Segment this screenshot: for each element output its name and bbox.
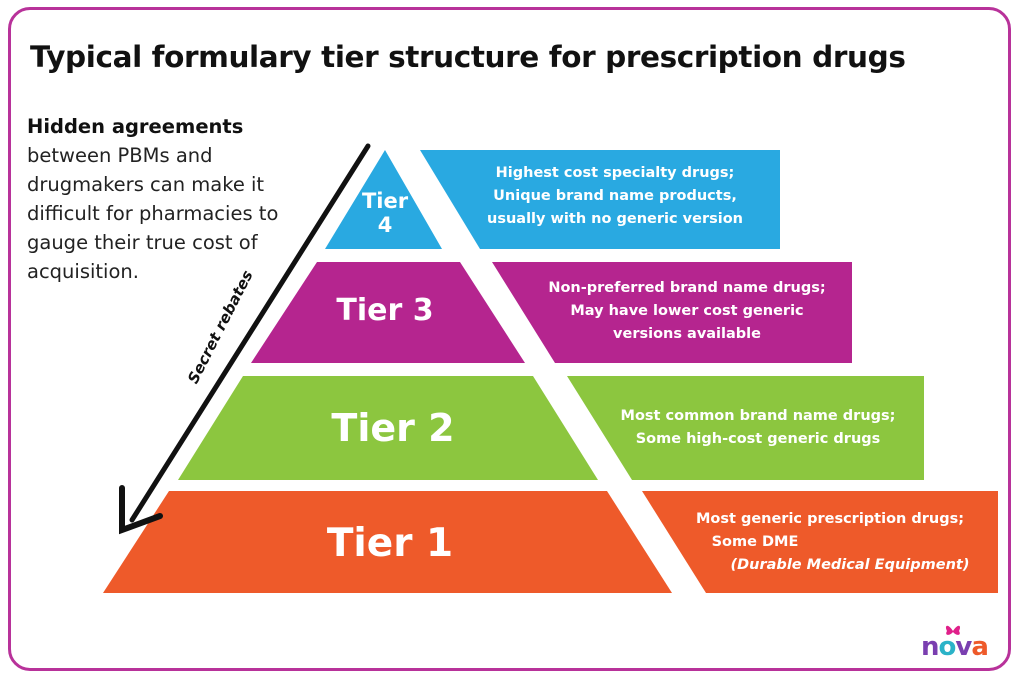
logo-letter-v: v: [955, 632, 972, 662]
tier-3-desc-box: [492, 262, 852, 363]
nova-logo: nova: [921, 632, 989, 662]
rebates-arrow-head: [119, 485, 163, 535]
tier-2-band: [178, 376, 598, 480]
tier-2-label: Tier 2: [331, 406, 455, 450]
tier-2-desc-box: [567, 376, 924, 480]
side-note-heading: Hidden agreements: [27, 115, 244, 138]
logo-letter-a: a: [971, 632, 989, 662]
tier-3-band: [251, 262, 525, 363]
tier-4-desc-box: [420, 150, 780, 249]
butterfly-icon: [945, 625, 961, 635]
logo-letter-n: n: [921, 632, 939, 662]
tier-1-description: Most generic prescription drugs; Some DM…: [695, 511, 970, 573]
tier-4-description: Highest cost specialty drugs; Unique bra…: [487, 165, 743, 227]
page-title: Typical formulary tier structure for pre…: [30, 40, 906, 74]
logo-letter-o: o: [938, 632, 957, 662]
tier-4-label: Tier 4: [361, 189, 409, 237]
tier-3-label: Tier 3: [336, 293, 434, 328]
side-note: Hidden agreements between PBMs and drugm…: [27, 112, 287, 286]
tier-1-band: [103, 491, 672, 593]
tier-1-label: Tier 1: [326, 521, 454, 566]
side-note-body: between PBMs and drugmakers can make it …: [27, 144, 279, 283]
tier-4-band: [325, 150, 442, 249]
tier-1-desc-box: [642, 491, 998, 593]
rebates-arrow-line: [129, 143, 371, 523]
tier-2-description: Most common brand name drugs; Some high-…: [620, 408, 896, 447]
tier-3-description: Non-preferred brand name drugs; May have…: [548, 280, 826, 342]
